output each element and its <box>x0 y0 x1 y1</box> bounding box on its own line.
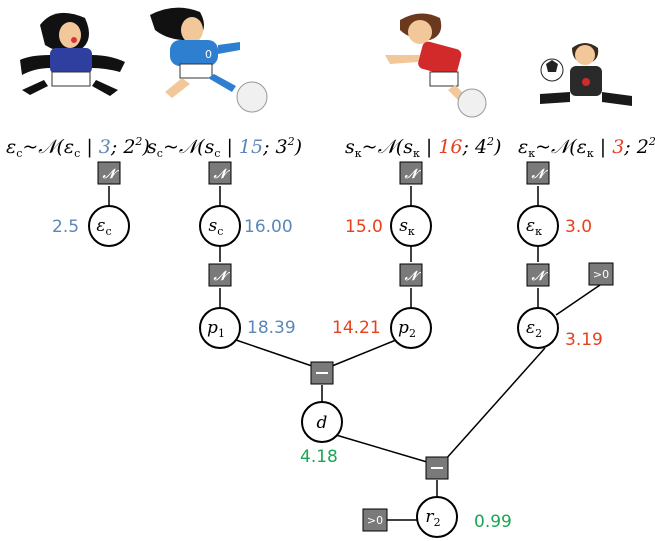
normal-factor-eps2: 𝒩 <box>526 263 550 287</box>
goalkeeper-red-figure <box>540 43 632 106</box>
normal-factor-p2: 𝒩 <box>399 263 423 287</box>
node-s-k: sк <box>390 205 432 247</box>
svg-text:d: d <box>317 413 328 433</box>
value-p2: 14.21 <box>332 318 381 338</box>
node-eps-k: εк <box>517 205 559 247</box>
value-eps2: 3.19 <box>565 330 603 350</box>
variable-nodes: εс sс sк εк p1 p2 ε2 d <box>88 205 559 538</box>
value-d: 4.18 <box>300 447 338 467</box>
node-p1: p1 <box>199 307 241 349</box>
node-values: 2.5 16.00 15.0 3.0 18.39 14.21 3.19 4.18… <box>52 217 603 532</box>
value-eps-k: 3.0 <box>565 217 592 237</box>
normal-factor-eps-k: 𝒩 <box>526 161 550 185</box>
svg-text:εс: εс <box>96 216 111 238</box>
svg-text:sк: sк <box>399 216 415 238</box>
node-p2: p2 <box>390 307 432 349</box>
svg-text:0: 0 <box>205 48 212 61</box>
dist-eps-k: εк~𝒩(εк | 3; 22) <box>518 135 655 160</box>
striker-red-figure <box>385 13 487 118</box>
svg-text:p1: p1 <box>207 318 225 340</box>
value-s-c: 16.00 <box>244 217 293 237</box>
goalkeeper-blue-figure <box>20 12 125 96</box>
value-s-k: 15.0 <box>345 217 383 237</box>
value-p1: 18.39 <box>247 318 296 338</box>
node-r2: r2 <box>416 496 458 538</box>
striker-blue-figure: 0 <box>150 7 268 113</box>
normal-factor-s-k: 𝒩 <box>399 161 423 185</box>
minus-factor-r2 <box>425 456 449 480</box>
minus-factor-d <box>310 361 334 385</box>
normal-factor-eps-c: 𝒩 <box>97 161 121 185</box>
svg-text:ε2: ε2 <box>526 318 542 340</box>
node-d: d <box>301 401 343 443</box>
svg-text:>0: >0 <box>593 268 609 281</box>
dist-s-c: sс~𝒩(sс | 15; 32) <box>147 135 302 160</box>
gt-zero-factor-r2: >0 <box>362 508 388 532</box>
svg-text:p2: p2 <box>398 318 416 340</box>
svg-text:sс: sс <box>209 216 224 238</box>
normal-factor-s-c: 𝒩 <box>208 161 232 185</box>
normal-factor-p1: 𝒩 <box>208 263 232 287</box>
value-r2: 0.99 <box>474 512 512 532</box>
node-eps-c: εс <box>88 205 130 247</box>
edges <box>108 186 601 521</box>
node-s-c: sс <box>199 205 241 247</box>
svg-text:εк: εк <box>526 216 542 238</box>
svg-text:>0: >0 <box>367 514 383 527</box>
node-eps2: ε2 <box>517 307 559 349</box>
factors: 𝒩 𝒩 𝒩 𝒩 𝒩 𝒩 𝒩 >0 >0 <box>97 161 614 532</box>
svg-text:r2: r2 <box>425 507 440 529</box>
dist-eps-c: εс~𝒩(εс | 3; 22) <box>6 135 150 160</box>
dist-s-k: sк~𝒩(sк | 16; 42) <box>345 135 501 160</box>
value-eps-c: 2.5 <box>52 217 79 237</box>
gt-zero-factor-eps2: >0 <box>588 262 614 286</box>
